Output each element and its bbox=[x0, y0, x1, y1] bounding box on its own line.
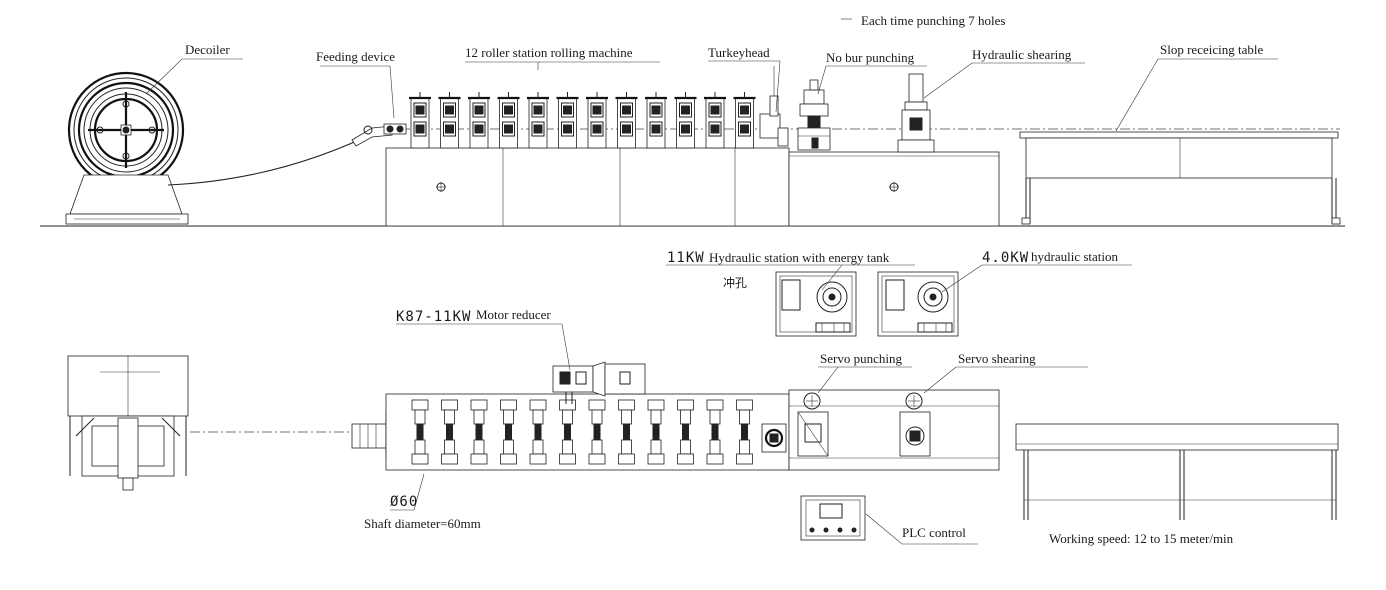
roller-stand-side bbox=[468, 92, 490, 149]
turkey-head-side bbox=[759, 66, 789, 147]
roller-stand-plan bbox=[677, 399, 694, 465]
plan-view bbox=[67, 271, 1339, 541]
label-shaft-dim: Ø60 bbox=[390, 494, 418, 510]
hydraulic-shear-side bbox=[897, 73, 935, 153]
roller-stand-side bbox=[704, 92, 726, 149]
label-servo-punching: Servo punching bbox=[820, 351, 902, 366]
roller-stand-plan bbox=[588, 399, 606, 465]
plc-control-box bbox=[800, 495, 866, 541]
decoiler-side bbox=[65, 71, 189, 225]
servo-punching-plan bbox=[797, 392, 829, 457]
roller-stand-plan bbox=[618, 399, 635, 465]
roller-stand-plan bbox=[441, 399, 458, 465]
label-servo-shearing: Servo shearing bbox=[958, 351, 1036, 366]
label-motor-code: K87-11KW bbox=[396, 309, 471, 325]
label-roller-station: 12 roller station rolling machine bbox=[465, 45, 633, 60]
receiving-table-plan bbox=[1015, 423, 1339, 520]
leader-lines bbox=[145, 18, 1278, 545]
label-working-speed: Working speed: 12 to 15 meter/min bbox=[1049, 531, 1234, 546]
no-bur-punch-side bbox=[797, 79, 831, 151]
label-turkey-head: Turkeyhead bbox=[708, 45, 770, 60]
servo-shearing-plan bbox=[899, 392, 931, 457]
roller-stand-side bbox=[733, 92, 756, 149]
labels: Decoiler Feeding device 12 roller statio… bbox=[185, 13, 1263, 546]
label-slop-table: Slop receicing table bbox=[1160, 42, 1263, 57]
label-plc-control: PLC control bbox=[902, 525, 966, 540]
label-feeding-device: Feeding device bbox=[316, 49, 395, 64]
roller-machine-base bbox=[385, 147, 790, 227]
turkey-head-plan bbox=[761, 423, 787, 453]
roller-stand-side bbox=[645, 92, 667, 149]
label-hyd-4kw-text: hydraulic station bbox=[1031, 249, 1119, 264]
roller-stand-plan bbox=[736, 399, 753, 465]
label-motor-text: Motor reducer bbox=[476, 307, 551, 322]
label-no-bur-punching: No bur punching bbox=[826, 50, 915, 65]
label-hyd-4kw-code: 4.0KW bbox=[982, 250, 1029, 266]
roller-stand-plan bbox=[470, 399, 488, 465]
label-hydraulic-shearing: Hydraulic shearing bbox=[972, 47, 1072, 62]
roller-stand-side bbox=[438, 92, 461, 149]
hydraulic-station-11kw bbox=[775, 271, 857, 337]
roller-stand-side bbox=[527, 92, 549, 149]
receiving-table-side bbox=[1019, 131, 1341, 225]
roller-stand-side bbox=[497, 92, 520, 149]
label-shaft-diameter: Shaft diameter=60mm bbox=[364, 516, 481, 531]
roller-stand-plan bbox=[529, 399, 547, 465]
label-decoiler: Decoiler bbox=[185, 42, 230, 57]
roller-stand-plan bbox=[559, 399, 576, 465]
roller-stand-plan bbox=[411, 399, 429, 465]
roller-stand-plan bbox=[647, 399, 665, 465]
roller-stands-plan bbox=[411, 399, 753, 465]
label-hyd-11kw-text: Hydraulic station with energy tank bbox=[709, 250, 890, 265]
roller-stand-side bbox=[586, 92, 608, 149]
label-hyd-11kw-code: 11KW bbox=[667, 250, 705, 266]
roller-stand-side bbox=[556, 92, 579, 149]
hydraulic-station-4kw bbox=[877, 271, 959, 337]
roller-stand-side bbox=[674, 92, 697, 149]
roller-stand-side bbox=[615, 92, 638, 149]
label-each-time-punching: Each time punching 7 holes bbox=[861, 13, 1005, 28]
side-elevation bbox=[40, 66, 1345, 227]
roller-stand-plan bbox=[706, 399, 724, 465]
decoiler-plan bbox=[67, 355, 189, 491]
roller-stands-side bbox=[409, 92, 756, 149]
steel-strip-top bbox=[167, 129, 381, 186]
feeding-device-side bbox=[351, 123, 407, 147]
roller-stand-side bbox=[409, 92, 431, 149]
motor-reducer bbox=[552, 361, 646, 404]
roller-stand-plan bbox=[500, 399, 517, 465]
label-punch-cn: 冲孔 bbox=[723, 275, 747, 290]
